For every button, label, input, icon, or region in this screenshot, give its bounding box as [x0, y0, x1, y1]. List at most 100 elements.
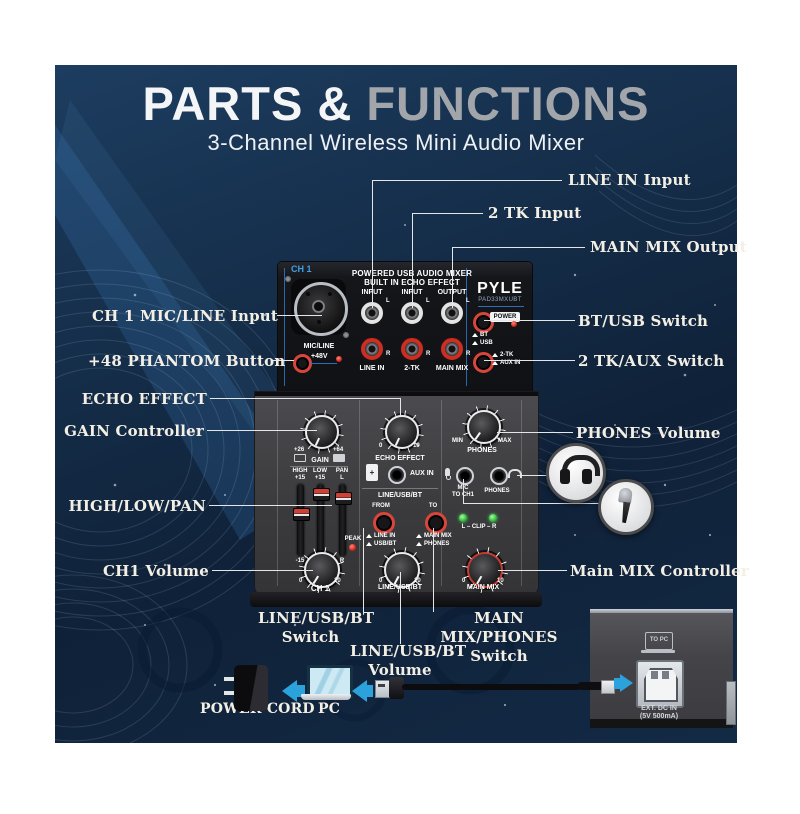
- mic-glyph-base: [446, 476, 451, 480]
- usb-b-port-inner: [644, 668, 678, 702]
- rca-jack-line-in-r: [361, 338, 383, 360]
- callout-main-mix-controller: Main MIX Controller: [570, 562, 749, 580]
- screw: [343, 332, 349, 338]
- eject-icon: [492, 352, 498, 357]
- echo-knob-label: ECHO EFFECT: [375, 455, 425, 462]
- route-to-button: [425, 512, 447, 534]
- xlr-center: [312, 300, 325, 313]
- peak-label: PEAK: [344, 536, 362, 542]
- route-to-label: TO: [428, 503, 438, 509]
- eq-low-max: +15: [314, 475, 326, 481]
- knob-pointer: [476, 569, 486, 585]
- clip-label: L – CLIP – R: [461, 524, 497, 530]
- knob-pointer: [312, 569, 323, 585]
- callout-ch1-volume: CH1 Volume: [102, 562, 209, 580]
- callout-high-low-pan: HIGH/LOW/PAN: [68, 497, 206, 515]
- ext-dc-in-spec: (5V 500mA): [639, 713, 679, 720]
- divider: [290, 466, 348, 467]
- echo-knob-max: 10: [413, 443, 420, 449]
- eq-pan-label: PAN: [335, 468, 349, 474]
- aux-in-label: AUX IN: [410, 470, 434, 477]
- main-knob-label: MAIN MIX: [466, 584, 500, 591]
- arrow-stem: [297, 685, 305, 697]
- rear-panel-bottom-edge: [590, 719, 733, 728]
- divider: [362, 488, 438, 489]
- headphones-icon: [546, 443, 606, 503]
- aux-in-row: AUX IN: [492, 359, 520, 366]
- jack-r-label: R: [466, 351, 471, 357]
- mic-to-ch1-jack: [456, 467, 474, 485]
- divider: [521, 400, 522, 586]
- screw: [285, 276, 291, 282]
- mixer-header-line1: POWERED USB AUDIO MIXER: [351, 269, 473, 278]
- callout-line: [372, 180, 373, 308]
- phones-jack-label: PHONES: [484, 488, 510, 494]
- echo-knob-min: 0: [379, 443, 383, 449]
- callout-phones-volume: PHONES Volume: [576, 424, 721, 442]
- microphone-icon: [598, 479, 654, 535]
- callout-line: [497, 432, 573, 433]
- callout-2tk-input: 2 TK Input: [488, 204, 582, 222]
- ch1-label: CH 1: [291, 264, 312, 274]
- callout-line: [209, 505, 332, 506]
- route-from-button: [373, 512, 395, 534]
- arrow-right-icon: [620, 674, 633, 692]
- divider: [277, 400, 278, 586]
- eq-low-label: LOW: [313, 468, 327, 474]
- phantom-48v-label: +48V: [311, 353, 328, 360]
- eject-icon: [472, 340, 478, 345]
- model-number: PAD33MXUBT: [478, 297, 522, 303]
- line-knob-min: 0: [379, 578, 383, 584]
- jack-r-label: R: [426, 351, 431, 357]
- usb-b-pin: [662, 671, 669, 679]
- power-label-box: POWER: [490, 312, 520, 322]
- gain-label: GAIN: [311, 457, 329, 464]
- divider: [359, 400, 360, 586]
- 2tk-label: 2-TK: [404, 365, 420, 372]
- jack-r-label: R: [386, 351, 391, 357]
- low-fader-track: [317, 484, 324, 556]
- main-knob-max: 10: [497, 578, 504, 584]
- headphones-glyph-icon: [508, 469, 522, 478]
- divider: [466, 268, 467, 386]
- plug-prong: [224, 677, 234, 681]
- to-pc-icon-base: [641, 650, 675, 653]
- divider: [310, 363, 337, 364]
- callout-line-in-input: LINE IN Input: [568, 171, 691, 189]
- phantom-led: [336, 356, 342, 362]
- usb-plug-slot: [378, 684, 385, 687]
- callout-line: [207, 430, 317, 431]
- eq-pan-l: L: [340, 475, 344, 481]
- to-pc-icon: TO PC: [645, 632, 673, 650]
- eq-high-label: HIGH: [292, 468, 308, 474]
- ch1-knob-min: 0: [299, 578, 303, 584]
- main-mix-knob: [467, 552, 503, 588]
- knob-pointer: [474, 426, 485, 440]
- callout-line: [498, 570, 567, 571]
- high-fader-cap: [293, 508, 310, 521]
- callout-line: [452, 247, 585, 248]
- rca-jack-main-mix-r: [441, 338, 463, 360]
- callout-line: [463, 479, 464, 503]
- knob-pointer: [393, 569, 403, 585]
- divider: [478, 306, 524, 307]
- main-mix-label: MAIN MIX: [435, 365, 469, 372]
- callout-line: [212, 570, 313, 571]
- peak-led: [349, 544, 356, 551]
- arrow-left-icon: [282, 680, 297, 702]
- gain-max: +64: [333, 447, 344, 453]
- mic-glyph-icon: [445, 468, 450, 476]
- ext-dc-in-label: EXT. DC IN: [641, 705, 677, 712]
- eject-icon: [492, 360, 498, 365]
- route-from-label: FROM: [372, 503, 390, 509]
- line-usb-bt-volume-knob: [384, 552, 420, 588]
- callout-ch1-mic-line: CH 1 MIC/LINE Input: [92, 307, 279, 325]
- xlr-pin: [306, 292, 310, 296]
- from-option-1: LINE IN: [366, 532, 395, 539]
- clip-led-r: [489, 514, 497, 522]
- ch1-knob-max: 10: [334, 578, 341, 584]
- from-option-2: USB/BT: [366, 540, 396, 547]
- callout-line: [412, 213, 413, 308]
